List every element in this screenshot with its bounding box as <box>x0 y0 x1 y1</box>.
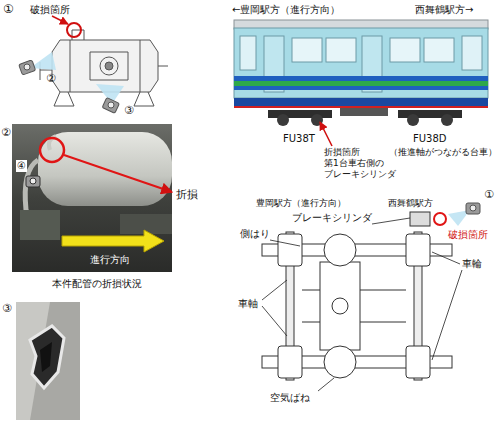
train-illustration <box>398 110 462 118</box>
camera-icon <box>108 102 114 108</box>
camera-icon <box>96 84 124 113</box>
bogie-plan <box>278 234 302 266</box>
leader-line <box>372 218 410 224</box>
damage-circle <box>40 138 64 162</box>
train-illustration <box>462 36 482 70</box>
bogie-plan <box>302 290 406 322</box>
callout-number: ① <box>484 188 494 201</box>
part-name: ブレーキシリンダ <box>292 212 372 224</box>
direction-arrow <box>62 230 164 252</box>
bogie-plan <box>406 234 430 266</box>
pipe-photo <box>12 124 172 272</box>
leader-line <box>52 16 68 24</box>
part-name: 空気ばね <box>270 392 310 404</box>
camera-icon <box>19 60 36 75</box>
train-illustration <box>340 108 388 116</box>
bogie-plan <box>324 346 356 378</box>
bogie-plan <box>262 212 452 380</box>
train-illustration <box>234 86 488 90</box>
fracture-photo <box>16 302 80 420</box>
direction-label: 豊岡駅方（進行方向） <box>256 198 346 209</box>
bogie-plan <box>324 234 356 266</box>
train-illustration <box>234 76 488 81</box>
callout-number: ③ <box>2 302 12 315</box>
camera-icon <box>26 176 40 187</box>
pipe-photo <box>12 124 172 272</box>
train-illustration <box>234 81 488 86</box>
train-illustration <box>240 36 256 70</box>
leader-line <box>432 252 460 264</box>
direction-label: 西舞鶴駅方→ <box>415 4 473 16</box>
train-illustration <box>234 106 488 108</box>
train-illustration <box>277 114 289 126</box>
callout-number: ① <box>3 2 14 16</box>
train-illustration <box>390 38 420 62</box>
cylinder-sketch <box>52 40 158 92</box>
leader-line <box>318 378 334 391</box>
damage-label: 破損箇所 <box>448 229 488 241</box>
pipe-photo <box>20 210 60 240</box>
camera-icon <box>466 203 480 214</box>
train-illustration <box>407 114 419 126</box>
camera-icon <box>30 178 36 184</box>
camera-icon <box>24 64 30 70</box>
train-illustration <box>234 28 488 98</box>
camera-icon <box>448 203 480 226</box>
train-illustration <box>234 98 488 106</box>
camera-icon <box>19 52 56 75</box>
callout-number: ④ <box>16 160 27 172</box>
train-illustration <box>441 114 453 126</box>
callout-number: ② <box>1 126 11 139</box>
bogie-plan <box>406 346 430 378</box>
direction-label: ←豊岡駅方（進行方向） <box>232 4 340 16</box>
cylinder-sketch <box>105 62 113 70</box>
cylinder-sketch <box>40 30 168 106</box>
leader-line <box>64 155 172 192</box>
cylinder-sketch <box>70 40 140 92</box>
part-name: 車輪 <box>462 258 482 270</box>
leader-line <box>320 122 332 146</box>
callout-number: ③ <box>124 104 134 117</box>
bogie-plan <box>278 346 302 378</box>
camera-icon <box>470 205 476 211</box>
part-name: 車軸 <box>238 298 258 310</box>
cylinder-sketch <box>40 62 168 80</box>
train-illustration <box>424 38 454 62</box>
damage-circle <box>434 213 446 225</box>
bogie-plan <box>332 298 348 314</box>
bogie-name: FU38D <box>413 133 447 145</box>
train-illustration <box>292 38 322 62</box>
leader-line <box>262 218 462 391</box>
leader-line <box>262 280 287 300</box>
leader-line <box>432 270 462 360</box>
camera-icon <box>102 98 119 114</box>
direction-label: 進行方向 <box>90 254 130 266</box>
fracture-label: 折損 <box>176 188 198 201</box>
damage-circle <box>67 23 81 37</box>
train-illustration <box>326 38 356 62</box>
camera-icon <box>26 176 40 187</box>
pipe-photo <box>38 132 172 206</box>
callout-number: ② <box>46 72 56 85</box>
cylinder-sketch <box>100 57 118 75</box>
part-name: 側はり <box>240 228 270 240</box>
train-illustration <box>234 20 488 126</box>
leader-line <box>270 240 300 246</box>
damage-label: 破損箇所 <box>30 4 70 16</box>
bogie-name: FU38T <box>283 133 315 145</box>
photo-caption: 本件配管の折損状況 <box>52 278 142 290</box>
leader-line <box>262 306 287 336</box>
bogie-plan <box>320 262 360 350</box>
fracture-photo <box>30 326 64 388</box>
direction-label: 西舞鶴駅方 <box>388 198 433 209</box>
bogie-note: （推進軸がつながる台車） <box>389 147 497 158</box>
fracture-photo <box>16 302 80 420</box>
bogie-plan <box>410 212 430 226</box>
fracture-photo <box>40 342 52 372</box>
train-illustration <box>268 110 332 118</box>
